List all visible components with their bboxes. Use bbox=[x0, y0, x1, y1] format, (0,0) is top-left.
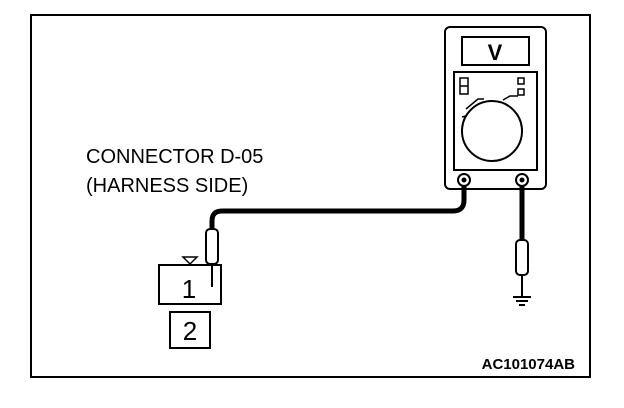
connector-pin-2-label: 2 bbox=[183, 316, 197, 346]
connector-pin-1-box bbox=[158, 264, 222, 305]
meter-display-symbol: V bbox=[488, 40, 503, 65]
connector-label-line2: (HARNESS SIDE) bbox=[86, 175, 248, 197]
connector-pin-1-label: 1 bbox=[182, 274, 196, 304]
connector-d-05: 1 2 bbox=[158, 256, 222, 349]
connector-label-line1: CONNECTOR D-05 bbox=[86, 146, 263, 168]
ground-symbol-icon bbox=[513, 290, 531, 306]
meter-indicator-1 bbox=[517, 77, 525, 85]
connector-orientation-mark bbox=[181, 256, 199, 266]
test-lead-positive bbox=[209, 186, 467, 230]
probe-tip-ground bbox=[515, 239, 529, 290]
connector-pin-2-box bbox=[169, 311, 211, 349]
voltmeter-icon: V bbox=[444, 26, 547, 190]
meter-display bbox=[461, 36, 530, 66]
meter-rotary-dial bbox=[461, 100, 523, 162]
probe-tip-connector bbox=[205, 228, 219, 287]
figure-code: AC101074AB bbox=[482, 356, 576, 373]
meter-indicator-2 bbox=[517, 88, 525, 96]
